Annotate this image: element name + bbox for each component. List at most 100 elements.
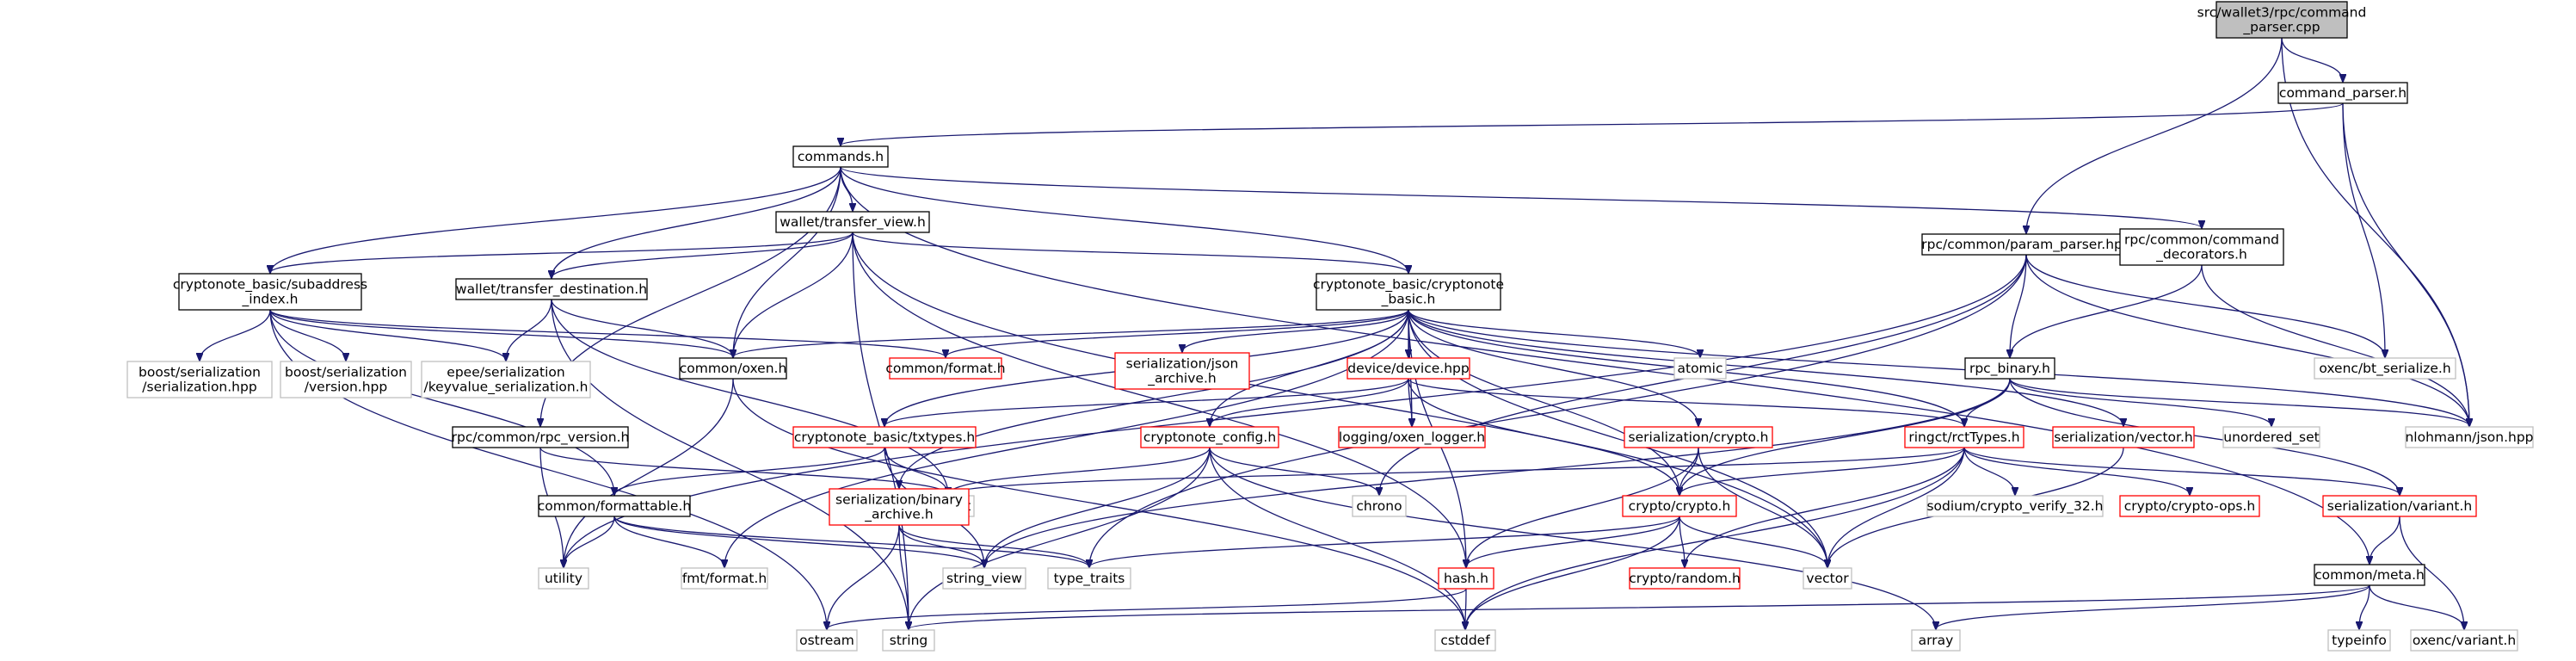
dependency-edge [827,588,1467,629]
node-crypto-ops[interactable]: crypto/crypto-ops.h [2119,495,2260,517]
node-epee-keyvalue: epee/serialization/keyvalue_serializatio… [421,361,591,398]
node-serialization-json[interactable]: serialization/json_archive.h [1114,352,1250,390]
dependency-edge [827,524,900,629]
node-label: _basic.h [1381,292,1436,308]
dependency-edge [1408,309,1679,495]
node-rpc-binary[interactable]: rpc_binary.h [1964,357,2055,380]
node-label: epee/serialization [447,365,564,380]
dependency-edge [909,447,1211,629]
node-box [1438,567,1494,590]
dependency-edge [269,309,946,357]
dependency-edge [840,166,1408,273]
node-box [1347,357,1470,380]
node-box [792,426,977,448]
node-common-meta[interactable]: common/meta.h [2314,564,2425,586]
node-label: logging/oxen_logger.h [1339,429,1485,446]
node-crypto-random[interactable]: crypto/random.h [1629,567,1741,590]
node-label: device/device.hpp [1347,361,1469,376]
dependency-edge [733,232,854,357]
node-device[interactable]: device/device.hpp [1347,357,1470,380]
node-subaddress-index[interactable]: cryptonote_basic/subaddress_index.h [173,273,367,311]
node-box [1803,567,1852,590]
node-transfer-destination[interactable]: wallet/transfer_destination.h [455,278,648,300]
node-label: string [890,633,928,648]
dependency-edge [2025,254,2469,426]
node-cryptonote-basic[interactable]: cryptonote_basic/cryptonote_basic.h [1313,273,1504,311]
dependency-edge [1466,447,1699,567]
dependency-edge [1466,516,1680,567]
dependency-edge [984,378,2011,567]
node-label: rpc/common/command [2124,232,2279,248]
node-txtypes[interactable]: cryptonote_basic/txtypes.h [792,426,977,448]
dependency-edge [613,516,1089,567]
node-command-decorators[interactable]: rpc/common/command_decorators.h [2119,228,2284,266]
dependency-edge [840,166,2202,228]
node-type-traits: type_traits [1047,567,1131,590]
node-param-parser[interactable]: rpc/common/param_parser.hpp [1921,233,2131,256]
node-command-parser[interactable]: command_parser.h [2277,82,2408,104]
node-layer: src/wallet3/rpc/command_parser.cppcomman… [126,1,2534,652]
node-box [126,361,273,398]
dependency-edge [1209,447,1465,629]
dependency-edge [884,378,1409,426]
dependency-edge [1408,309,2123,426]
node-box [2327,629,2391,652]
node-logging-oxen-logger[interactable]: logging/oxen_logger.h [1338,426,1486,448]
dependency-edge [614,447,885,495]
node-label: serialization/variant.h [2327,498,2472,514]
node-serialization-variant[interactable]: serialization/variant.h [2322,495,2477,517]
dependency-edge [270,232,854,273]
dependency-edge [270,166,841,273]
node-box [452,426,629,448]
node-box [2277,82,2408,104]
dependency-edge [1408,378,1679,495]
dependency-edge [1408,309,1698,426]
node-serialization-binary[interactable]: serialization/binary_archive.h [829,488,970,526]
node-box [2314,357,2456,380]
node-common-format[interactable]: common/format.h [885,357,1006,380]
node-transfer-view[interactable]: wallet/transfer_view.h [775,211,930,233]
node-box [1047,567,1131,590]
node-common-formattable[interactable]: common/formattable.h [538,495,691,517]
dependency-edge [948,447,1965,495]
node-vector: vector [1803,567,1852,590]
node-atomic: atomic [1673,357,1727,380]
node-rpc-version[interactable]: rpc/common/rpc_version.h [452,426,630,448]
node-hash[interactable]: hash.h [1438,567,1494,590]
node-label: rpc_binary.h [1969,361,2050,377]
dependency-edge [2009,378,2469,426]
node-label: cryptonote_basic/subaddress [173,277,367,293]
node-box [2314,564,2425,586]
node-nlohmann-json: nlohmann/json.hpp [2405,426,2534,448]
node-label: type_traits [1054,571,1125,587]
node-box [2322,495,2477,517]
dependency-edge [1210,378,1409,426]
node-ostream: ostream [796,629,858,652]
node-commands[interactable]: commands.h [792,145,889,168]
node-unordered-set: unordered_set [2222,426,2320,448]
node-cryptonote-config[interactable]: cryptonote_config.h [1140,426,1279,448]
dependency-edge [551,299,733,357]
dependency-edge [2281,37,2343,82]
node-array: array [1911,629,1961,652]
node-box [796,629,858,652]
node-crypto-crypto[interactable]: crypto/crypto.h [1622,495,1737,517]
node-box [775,211,930,233]
node-root[interactable]: src/wallet3/rpc/command_parser.cpp [2197,1,2367,39]
node-box [2410,629,2518,652]
node-box [2119,495,2260,517]
dependency-edge [506,299,552,361]
dependency-edge [733,309,1409,357]
node-rctTypes[interactable]: ringct/rctTypes.h [1904,426,2024,448]
dependency-edge [733,166,841,357]
node-label: wallet/transfer_destination.h [456,281,647,298]
node-serialization-crypto[interactable]: serialization/crypto.h [1624,426,1773,448]
dependency-edge [852,232,1408,273]
node-boost-serialization: boost/serialization/serialization.hpp [126,361,273,398]
node-boost-version: boost/serialization/version.hpp [280,361,412,398]
node-common-oxen[interactable]: common/oxen.h [679,357,787,380]
dependency-edge [1408,378,1412,426]
node-fmt-format: fmt/format.h [681,567,768,590]
dependency-edge [564,378,734,567]
node-serialization-vector[interactable]: serialization/vector.h [2052,426,2195,448]
